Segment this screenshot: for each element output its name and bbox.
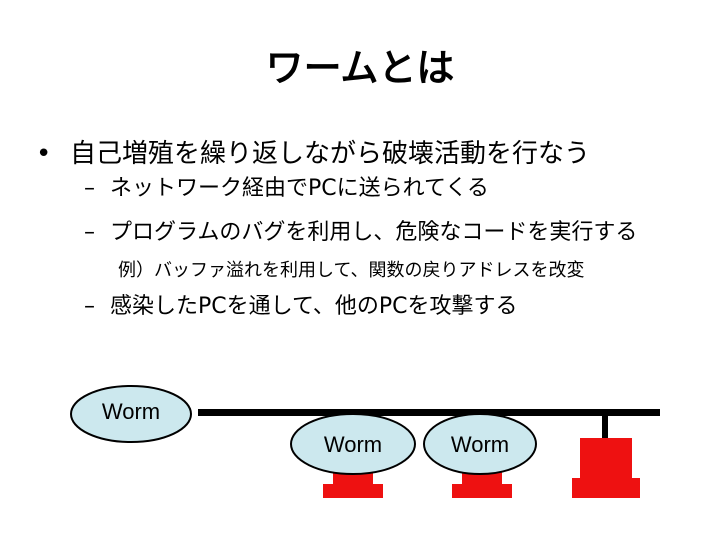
- network-bus-line: [198, 409, 660, 416]
- sub-item-bug: –プログラムのバグを利用し、危険なコードを実行する: [84, 216, 637, 250]
- worm-ellipse: [70, 385, 192, 443]
- worm-label: Worm: [450, 432, 510, 457]
- pc-base: [323, 484, 383, 498]
- pc-monitor: [580, 438, 632, 480]
- sub-text: ネットワーク経由でPCに送られてくる: [110, 176, 489, 201]
- bullet-marker: •: [36, 139, 52, 169]
- sub-marker: –: [84, 294, 95, 319]
- sub-text: プログラムのバグを利用し、危険なコードを実行する: [110, 220, 638, 245]
- worm-ellipse: [423, 413, 537, 475]
- sub-text: 感染したPCを通して、他のPCを攻撃する: [110, 294, 518, 319]
- bullet-text: 自己増殖を繰り返しながら破壊活動を行なう: [70, 139, 591, 169]
- sub-marker: –: [84, 220, 95, 245]
- network-drop-line: [602, 416, 608, 438]
- pc-base: [572, 478, 640, 498]
- example-note: 例）バッファ溢れを利用して、関数の戻りアドレスを改変: [118, 260, 585, 281]
- pc-base: [452, 484, 512, 498]
- main-bullet: • 自己増殖を繰り返しながら破壊活動を行なう: [36, 134, 590, 174]
- network-diagram-svg: [70, 385, 660, 498]
- network-diagram: Worm Worm Worm: [0, 380, 720, 540]
- worm-label: Worm: [101, 399, 161, 424]
- sub-marker: –: [84, 176, 95, 201]
- page-title: ワームとは: [265, 46, 455, 90]
- worm-ellipse: [290, 413, 416, 475]
- target-pc: [572, 438, 640, 498]
- worm-label: Worm: [323, 432, 383, 457]
- sub-item-network: –ネットワーク経由でPCに送られてくる: [84, 172, 489, 206]
- sub-item-attack: –感染したPCを通して、他のPCを攻撃する: [84, 290, 518, 324]
